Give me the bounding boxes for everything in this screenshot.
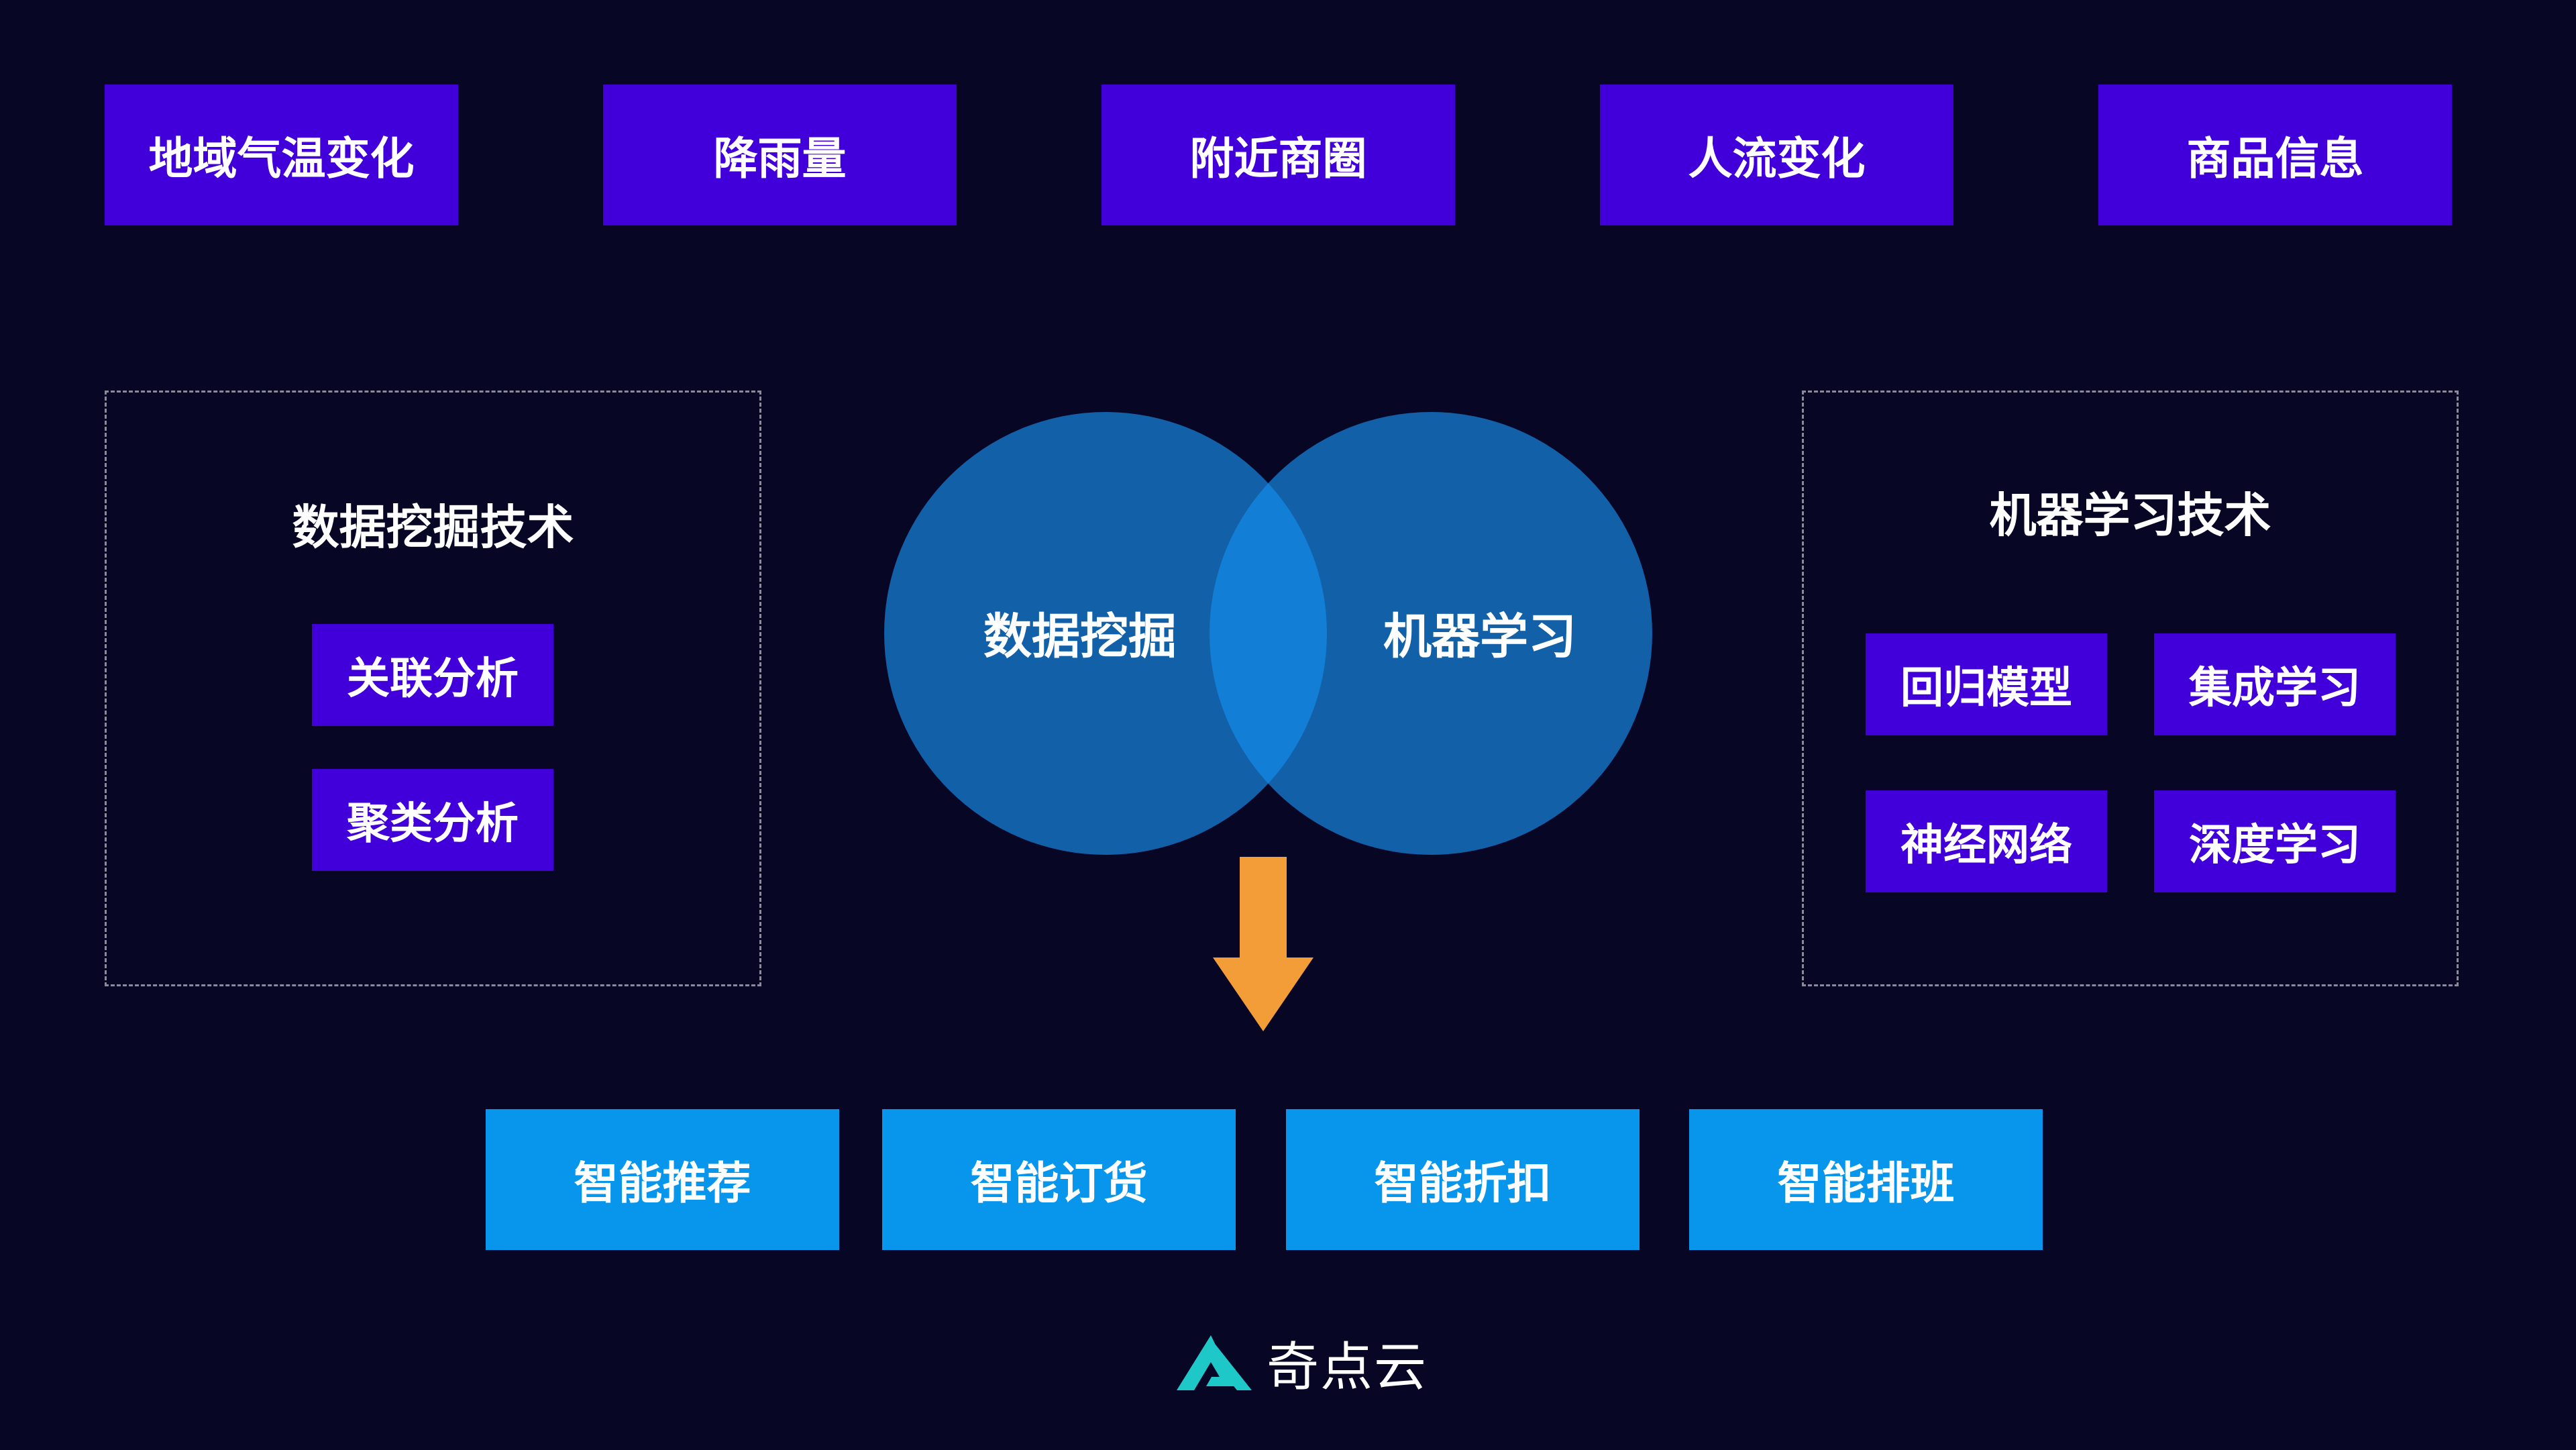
venn-label-data-mining: 数据挖掘 (983, 609, 1177, 665)
brand-logo: 奇点云 (1174, 1325, 1428, 1400)
technique-deep-learning: 深度学习 (2154, 790, 2396, 892)
output-box-smart-recommendation: 智能推荐 (486, 1109, 839, 1250)
output-box-smart-scheduling: 智能排班 (1689, 1109, 2043, 1250)
machine-learning-panel (1802, 391, 2459, 986)
technique-label: 集成学习 (2189, 664, 2361, 713)
machine-learning-panel-title: 机器学习技术 (1989, 488, 2271, 543)
technique-neural-network: 神经网络 (1866, 790, 2107, 892)
output-label: 智能推荐 (574, 1157, 751, 1209)
technique-association-analysis: 关联分析 (312, 624, 553, 726)
factor-box-rainfall: 降雨量 (603, 85, 957, 225)
brand-name: 奇点云 (1267, 1337, 1428, 1398)
technique-label: 神经网络 (1900, 821, 2072, 870)
venn-diagram: 数据挖掘 机器学习 (884, 412, 1652, 855)
output-box-smart-discount: 智能折扣 (1286, 1109, 1640, 1250)
output-label: 智能排班 (1777, 1157, 1955, 1209)
venn-circle-data-mining (884, 412, 1327, 855)
factor-label: 地域气温变化 (148, 133, 415, 185)
output-box-smart-ordering: 智能订货 (882, 1109, 1236, 1250)
factor-box-foot-traffic: 人流变化 (1600, 85, 1953, 225)
factor-label: 附近商圈 (1189, 133, 1367, 185)
technique-label: 聚类分析 (347, 799, 519, 849)
mountain-logo-icon (1177, 1335, 1252, 1390)
data-mining-panel (105, 391, 761, 986)
technique-regression-model: 回归模型 (1866, 633, 2107, 735)
technique-cluster-analysis: 聚类分析 (312, 769, 553, 871)
technique-ensemble-learning: 集成学习 (2154, 633, 2396, 735)
output-label: 智能折扣 (1374, 1157, 1552, 1209)
factor-box-temperature: 地域气温变化 (105, 85, 458, 225)
venn-circle-machine-learning (1210, 412, 1652, 855)
technique-label: 关联分析 (347, 654, 519, 704)
factor-box-product-info: 商品信息 (2098, 85, 2452, 225)
factor-label: 人流变化 (1688, 133, 1866, 185)
technique-label: 深度学习 (2189, 821, 2361, 870)
venn-label-machine-learning: 机器学习 (1383, 609, 1576, 665)
technique-label: 回归模型 (1900, 664, 2072, 713)
output-label: 智能订货 (970, 1157, 1148, 1209)
factor-label: 降雨量 (713, 133, 847, 185)
factor-label: 商品信息 (2186, 133, 2364, 185)
factor-box-business-district: 附近商圈 (1102, 85, 1455, 225)
down-arrow-icon (1213, 857, 1313, 1031)
data-mining-panel-title: 数据挖掘技术 (292, 500, 574, 555)
